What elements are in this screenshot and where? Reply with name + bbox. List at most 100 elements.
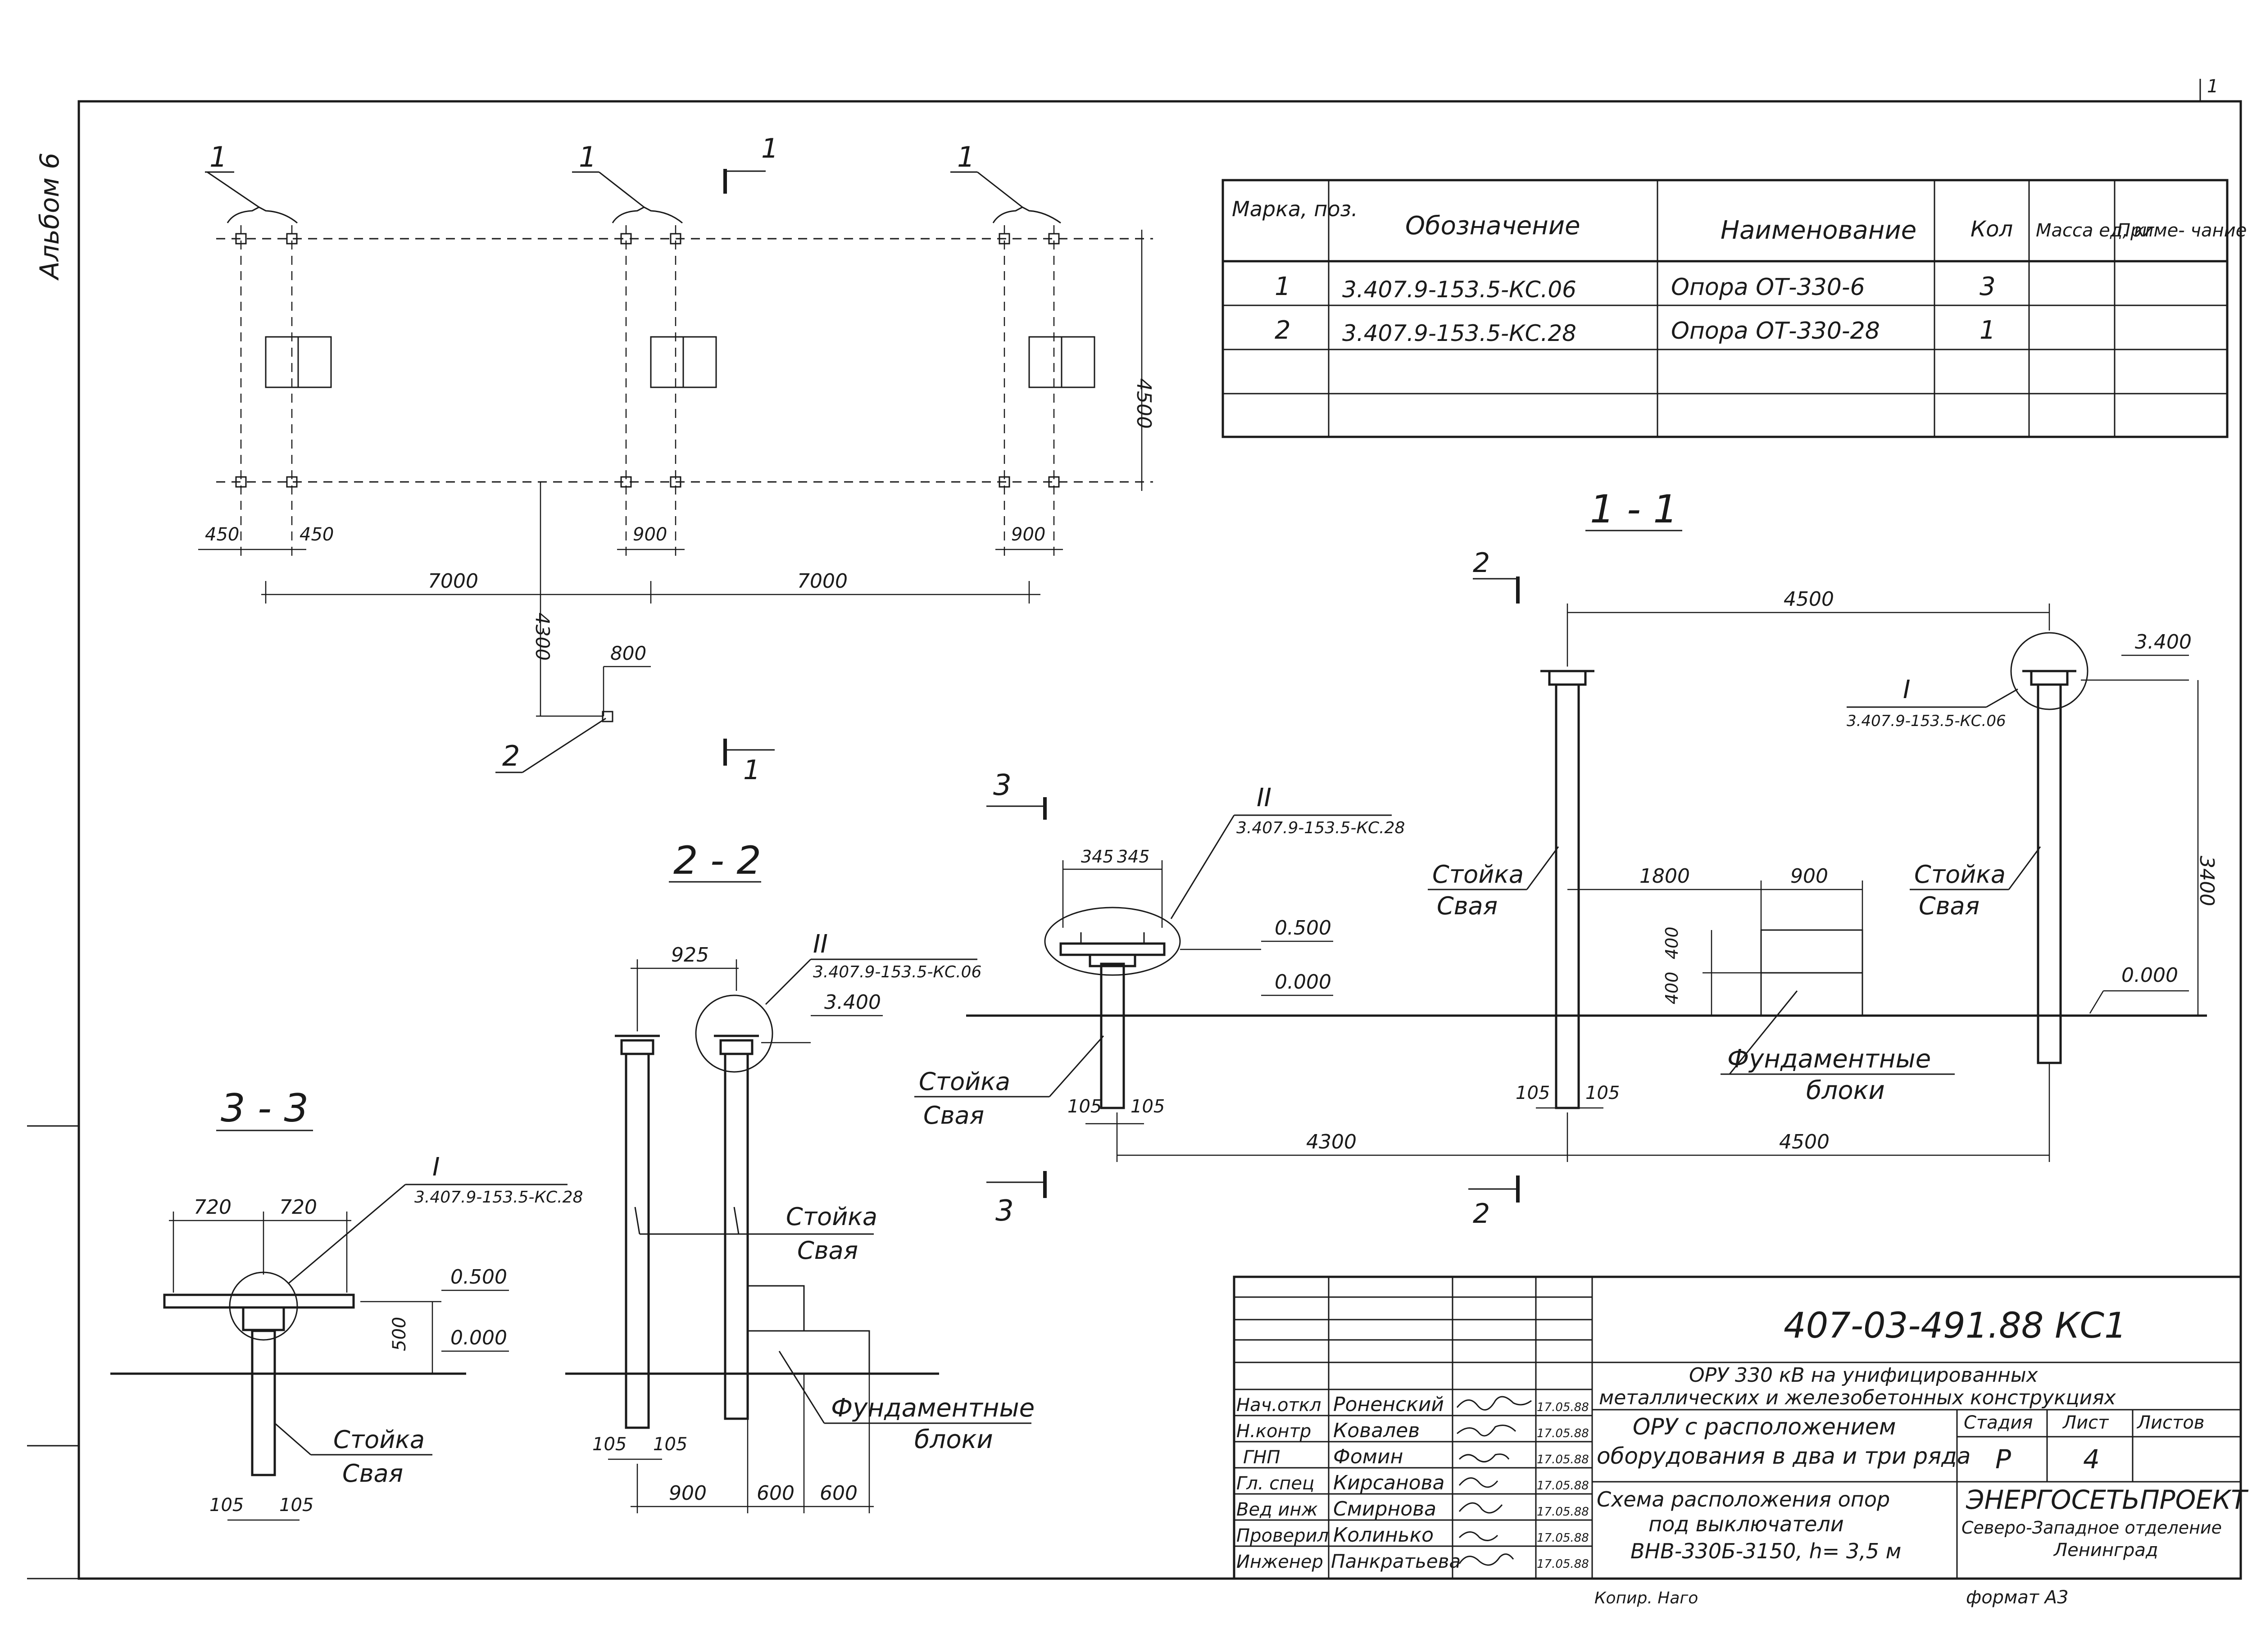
sheet-value: 4 [2083,1444,2100,1475]
dim-text: 105 [592,1434,627,1455]
stanchion-pile [724,1053,749,1420]
spec-table: Марка, поз. Обозначение Наименование Кол… [1221,179,2247,438]
signer-date: 17.05.88 [1537,1505,1589,1519]
foundation-block [747,1285,805,1332]
detail-callout-ref: 3.407.9-153.5-КС.06 [813,963,981,981]
detail-callout-circle [695,994,773,1073]
dim-text: 720 [194,1196,232,1219]
level-mark: 3.400 [824,991,881,1014]
stage-value: Р [1995,1444,2011,1475]
plan-pile [235,476,247,488]
section-2-2: 2 - 2 II 3.407.9-153.5-КС.06 3.400 925 Ф… [565,838,1035,1513]
sheet-label: Лист [2062,1412,2109,1433]
signer-role: ГНП [1243,1447,1280,1468]
section-3-3: 3 - 3 I 3.407.9-153.5-КС.28 720 720 0.50… [110,1086,583,1521]
signer-role: Н.контр [1236,1421,1311,1442]
sheets-label: Листов [2136,1412,2204,1433]
blocks-leader [1729,990,1798,1075]
format-label: формат А3 [1966,1587,2069,1608]
detail-callout-ref: 3.407.9-153.5-КС.28 [1236,819,1405,837]
stanchion-label: Стойка [1432,860,1524,889]
dim-text: 105 [279,1495,313,1516]
plan-pile [1048,233,1060,245]
signer-name: Ковалев [1333,1419,1420,1442]
dim-text: 105 [1585,1083,1620,1103]
signature [1458,1531,1498,1541]
signer-role: Гл. спец [1236,1473,1314,1494]
spec-header-mass: Масса ед, кг [2036,220,2155,241]
stanchion-label-leader [1526,846,1559,890]
drawing-title: ВНВ-330Б-3150, h= 3,5 м [1630,1539,1901,1563]
pile-label: Свая [923,1101,984,1130]
signer-date: 17.05.88 [1537,1557,1589,1571]
level-mark: 3.400 [2135,631,2192,654]
level-mark: 0.000 [2121,964,2178,987]
blocks-label: Фундаментные [831,1393,1035,1423]
section-1-1: 1 - 1 I 3.407.9-153.5-КС.06 3.400 3400 0… [966,487,2218,1230]
foundation-block [1760,929,1863,974]
pile-headplate [1059,942,1166,956]
spec-header-mark: Марка, поз. [1232,197,1358,221]
stanchion-pile [1555,683,1580,1109]
plan-mark-label: 1 [209,141,227,173]
plan-mark-leader [522,717,606,773]
section-cut-label: 3 [995,1194,1014,1228]
level-mark: 0.000 [1275,971,1331,994]
pile-label: Свая [1919,892,1980,920]
signer-name: Фомин [1333,1445,1403,1468]
pile-label: Свая [342,1459,403,1488]
plan-pile [670,476,681,488]
spec-cell-qty: 1 [1980,316,1996,345]
blocks-label: блоки [1806,1076,1885,1105]
stanchion-label: Стойка [786,1203,877,1231]
signature [1456,1396,1532,1411]
stanchion-label: Стойка [333,1425,425,1454]
pile-label: Свая [1437,892,1498,920]
plan-dim-text: 450 [300,524,334,545]
spec-cell-mark: 1 [1275,272,1291,301]
detail-callout-circle [2010,632,2089,710]
spec-cell-designation: 3.407.9-153.5-КС.06 [1342,277,1576,303]
dim-text: 4500 [1779,1130,1830,1153]
stanchion-label: Стойка [1914,860,2006,889]
plan-dim-text: 4500 [1132,378,1155,429]
signer-role: Вед инж [1236,1499,1318,1520]
pile-headplate [163,1293,355,1309]
stage-label: Стадия [1964,1412,2033,1433]
dim-text: 1800 [1639,865,1690,888]
plan-mark-label: 1 [579,141,596,173]
dim-text: 400 [1662,926,1682,959]
subtitle: оборудования в два и три ряда [1597,1443,1970,1469]
stanchion-label-leader [274,1422,311,1456]
signer-name: Роненский [1333,1393,1444,1416]
level-mark: 0.000 [450,1326,507,1349]
detail-callout-label: II [813,930,828,959]
plan-pile [235,233,247,245]
copied-label: Копир. Наго [1594,1589,1698,1607]
plan-dim-text: 4300 [531,613,554,661]
level-mark-leader [2089,990,2104,1014]
drawing-title: Схема расположения опор [1597,1487,1890,1511]
plan-pile [1048,476,1060,488]
title-block-border [1233,1275,2242,1580]
signature [1457,1425,1516,1437]
spec-header-name: Наименование [1721,216,1916,245]
corner-sheet-mark: 1 [2207,76,2218,97]
section-cut-label: 3 [993,769,1012,802]
foundation-block [1760,972,1863,1017]
stanchion-label-leader [733,1207,740,1234]
spec-cell-designation: 3.407.9-153.5-КС.28 [1342,320,1576,346]
blocks-label: Фундаментные [1727,1044,1931,1074]
plan-dim-text: 800 [610,642,646,664]
section-cut-label: 2 [1473,547,1490,579]
plan-pile [620,233,632,245]
dim-text: 925 [671,944,709,967]
plan-pile [670,233,681,245]
plan-dim-text: 900 [1011,524,1045,545]
dim-text: 105 [1131,1096,1165,1117]
spec-cell-name: Опора ОТ-330-28 [1671,318,1880,345]
plan-mark-bracket [992,206,1061,224]
dim-text: 400 [1662,971,1682,1004]
dim-text: 900 [669,1482,707,1505]
